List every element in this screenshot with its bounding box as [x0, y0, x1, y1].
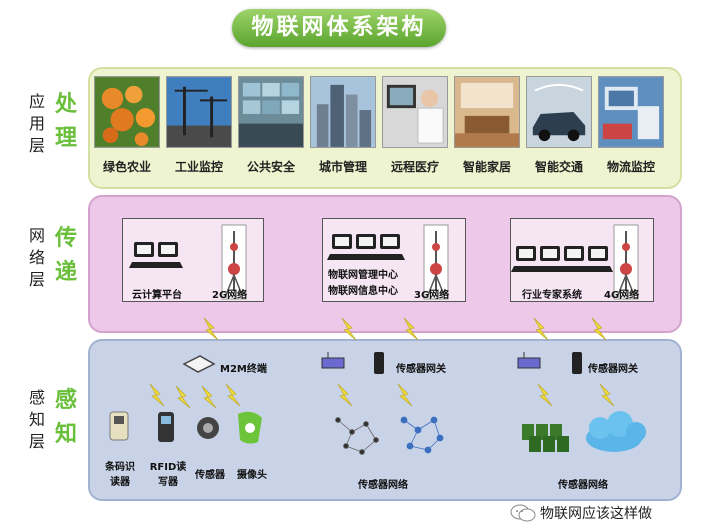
app-layer-keyword: 处 理 — [52, 88, 80, 156]
sense-layer-keyword-char: 知 — [54, 422, 77, 447]
app-item-smart-home: 智能家居 — [454, 76, 520, 175]
iot-info-center-label: 物联网信息中心 — [328, 286, 398, 297]
wechat-icon — [510, 504, 536, 522]
device-label-line: 读器 — [110, 477, 130, 488]
iot-management-center-label: 物联网管理中心 — [328, 270, 398, 281]
sensor-network-label: 传感器网络 — [358, 480, 408, 491]
smart-car-photo-icon — [526, 76, 592, 148]
app-item-label: 工业监控 — [174, 160, 223, 174]
net-layer-keyword-char: 传 — [54, 226, 77, 251]
sense-layer-label-char: 知 — [28, 410, 45, 429]
app-layer-label-char: 应 — [28, 92, 45, 111]
rfid-reader-label: RFID读 写器 — [146, 458, 190, 488]
sensor-network-label: 传感器网络 — [558, 480, 608, 491]
app-item-label: 物流监控 — [606, 160, 655, 174]
expert-system-label: 行业专家系统 — [522, 290, 582, 301]
m2m-terminal-label: M2M终端 — [220, 364, 267, 375]
device-label-line: 条码识 — [105, 462, 135, 473]
net-layer-label-char: 层 — [28, 270, 45, 289]
sense-layer-label: 感 知 层 — [27, 387, 47, 453]
app-item-label: 智能家居 — [462, 160, 511, 174]
camera-label: 摄像头 — [237, 470, 267, 481]
city-skyline-photo-icon — [310, 76, 376, 148]
watermark: 物联网应该这样做 — [510, 503, 652, 523]
app-item-logistics: 物流监控 — [598, 76, 664, 175]
net-layer-label: 网 络 层 — [27, 225, 47, 291]
watermark-text: 物联网应该这样做 — [540, 506, 652, 522]
device-label-line: RFID读 — [149, 462, 187, 473]
app-item-label: 远程医疗 — [390, 160, 439, 174]
app-layer-label: 应 用 层 — [27, 91, 47, 157]
app-item-label: 城市管理 — [318, 160, 367, 174]
network-2g-label: 2G网络 — [212, 290, 248, 301]
sense-layer-keyword: 感 知 — [52, 384, 80, 452]
app-item-city: 城市管理 — [310, 76, 376, 175]
diagram-title: 物联网体系架构 — [232, 9, 446, 47]
net-layer-keyword: 传 递 — [52, 222, 80, 290]
app-item-telemedicine: 远程医疗 — [382, 76, 448, 175]
orange-tree-photo-icon — [94, 76, 160, 148]
app-item-industrial: 工业监控 — [166, 76, 232, 175]
network-3g-label: 3G网络 — [414, 290, 450, 301]
app-item-agriculture: 绿色农业 — [94, 76, 160, 175]
sense-layer-keyword-char: 感 — [54, 388, 77, 413]
app-item-security: 公共安全 — [238, 76, 304, 175]
monitor-wall-photo-icon — [238, 76, 304, 148]
smart-home-photo-icon — [454, 76, 520, 148]
sensor-gateway-label: 传感器网关 — [588, 364, 638, 375]
app-item-label: 绿色农业 — [102, 160, 151, 174]
sense-layer-label-char: 感 — [28, 388, 45, 407]
net-layer-keyword-char: 递 — [54, 260, 77, 285]
device-label-line: 写器 — [158, 477, 178, 488]
app-layer-label-char: 用 — [28, 114, 45, 133]
sense-layer-label-char: 层 — [28, 432, 45, 451]
net-layer-label-char: 网 — [28, 226, 45, 245]
cloud-platform-label: 云计算平台 — [132, 290, 182, 301]
telemedicine-photo-icon — [382, 76, 448, 148]
app-layer-keyword-char: 处 — [54, 92, 77, 117]
sensor-gateway-label: 传感器网关 — [396, 364, 446, 375]
logistics-monitor-photo-icon — [598, 76, 664, 148]
app-layer-label-char: 层 — [28, 136, 45, 155]
app-layer-keyword-char: 理 — [54, 126, 77, 151]
network-4g-label: 4G网络 — [604, 290, 640, 301]
barcode-reader-label: 条码识 读器 — [100, 458, 140, 488]
app-item-label: 公共安全 — [246, 160, 295, 174]
app-item-smart-traffic: 智能交通 — [526, 76, 592, 175]
sensor-label: 传感器 — [195, 470, 225, 481]
industrial-crane-photo-icon — [166, 76, 232, 148]
net-layer-label-char: 络 — [28, 248, 45, 267]
app-item-label: 智能交通 — [534, 160, 583, 174]
